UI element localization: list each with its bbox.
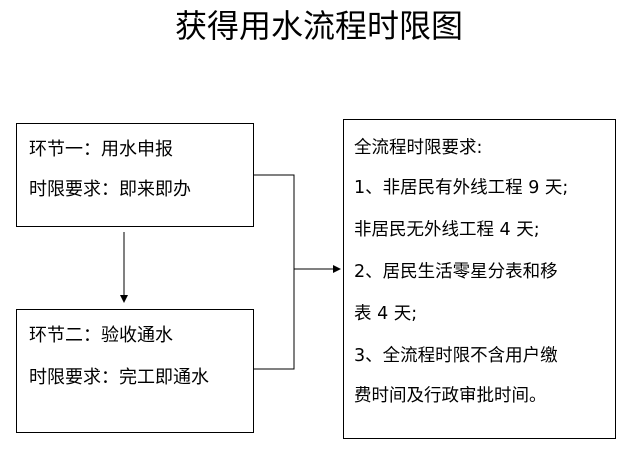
summary-line: 非居民无外线工程 4 天; xyxy=(354,220,540,240)
summary-line: 表 4 天; xyxy=(354,304,418,324)
step1-time-limit: 时限要求：即来即办 xyxy=(29,179,191,200)
step2-name: 环节二：验收通水 xyxy=(29,325,173,346)
summary-line: 1、非居民有外线工程 9 天; xyxy=(354,178,569,198)
summary-heading: 全流程时限要求: xyxy=(354,138,483,158)
step2-box: 环节二：验收通水 时限要求：完工即通水 xyxy=(16,309,254,433)
summary-line: 2、居民生活零星分表和移 xyxy=(354,262,558,282)
summary-line: 费时间及行政审批时间。 xyxy=(354,386,547,406)
diagram-title: 获得用水流程时限图 xyxy=(174,7,463,45)
step1-name: 环节一：用水申报 xyxy=(29,139,173,160)
summary-box: 全流程时限要求: 1、非居民有外线工程 9 天; 非居民无外线工程 4 天; 2… xyxy=(343,119,616,439)
step2-time-limit: 时限要求：完工即通水 xyxy=(29,367,209,388)
bracket-connector xyxy=(254,174,295,370)
summary-line: 3、全流程时限不含用户缴 xyxy=(354,346,558,366)
step1-box: 环节一：用水申报 时限要求：即来即办 xyxy=(16,123,254,227)
